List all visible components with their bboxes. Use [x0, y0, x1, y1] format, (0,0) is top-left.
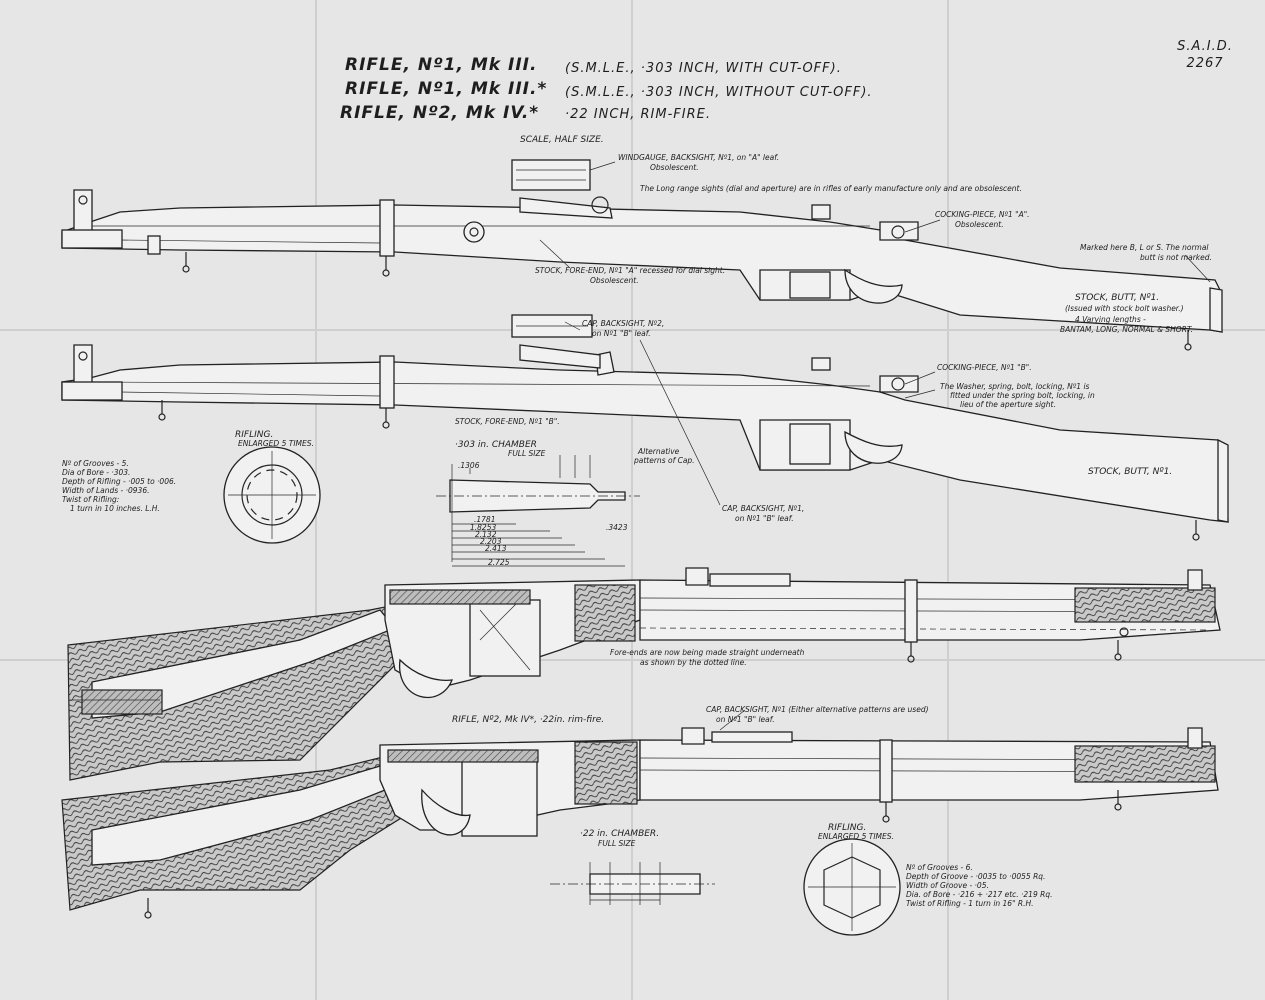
rifling-22-subtitle: ENLARGED 5 TIMES. [818, 832, 894, 841]
rifle-no1-mk3 [61, 159, 1223, 351]
cocking-piece-1-label: COCKING-PIECE, Nº1 "A". [935, 210, 1030, 219]
stock-fore-end-2-label: STOCK, FORE-END, Nº1 "B". [455, 417, 560, 426]
rifling-303-spec: Nº of Grooves - 5. [62, 459, 129, 468]
washer-note-2: fitted under the spring bolt, locking, i… [950, 391, 1095, 400]
rifle-no1-section [67, 567, 1221, 781]
cap-backsight-1-label: CAP, BACKSIGHT, Nº2, [582, 319, 664, 328]
reference-line-2: 2267 [1186, 56, 1223, 71]
washer-note-3: lieu of the aperture sight. [960, 400, 1056, 409]
marked-here-note: Marked here B, L or S. The normal [1080, 243, 1209, 252]
rifle-no2-section [61, 727, 1219, 919]
cap-backsight-3-label: CAP, BACKSIGHT, Nº1 (Either alternative … [706, 705, 929, 714]
cap-backsight-3-sublabel: on Nº1 "B" leaf. [716, 715, 775, 724]
varying-lengths-label: 4 Varying lengths - [1075, 315, 1146, 324]
title-3-detail: ·22 INCH, RIM-FIRE. [565, 107, 711, 122]
rifling-303-spec: Dia of Bore - ·303. [62, 468, 130, 477]
rifling-303-spec: Width of Lands - ·0936. [62, 486, 149, 495]
leader-lines [539, 161, 1211, 731]
chamber-303-dim: .3423 [606, 523, 628, 532]
rifling-22-spec: Width of Groove - ·05. [906, 881, 989, 890]
rifle-2-section-title: RIFLE, Nº2, Mk IV*, ·22in. rim-fire. [452, 715, 604, 725]
long-range-note: The Long range sights (dial and aperture… [640, 184, 1022, 193]
rifling-22-spec: Depth of Groove - ·0035 to ·0055 Rq. [906, 872, 1045, 881]
windgauge-sublabel: Obsolescent. [650, 163, 699, 172]
alt-patterns-label: Alternative [637, 447, 680, 456]
title-1-detail: (S.M.L.E., ·303 INCH, WITH CUT-OFF). [565, 61, 842, 76]
rifling-22-detail [803, 838, 901, 936]
chamber-22-detail [550, 862, 715, 905]
stock-fore-end-1-sublabel: Obsolescent. [590, 276, 639, 285]
rifling-303-spec: Twist of Rifling: [62, 495, 119, 504]
washer-note: The Washer, spring, bolt, locking, Nº1 i… [940, 382, 1090, 391]
chamber-303-dim: .1306 [458, 461, 480, 470]
rifling-22-spec: Twist of Rifling - 1 turn in 16" R.H. [906, 899, 1034, 908]
chamber-303-dim: 2.725 [488, 558, 510, 567]
varying-lengths-sublabel: BANTAM, LONG, NORMAL & SHORT. [1060, 325, 1193, 334]
cap-backsight-2-sublabel: on Nº1 "B" leaf. [735, 514, 794, 523]
title-1-model: RIFLE, Nº1, Mk III. [345, 55, 537, 75]
chamber-303-dim: 2.203 [480, 537, 502, 546]
rifling-303-subtitle: ENLARGED 5 TIMES. [238, 439, 314, 448]
rifling-303-spec: Depth of Rifling - ·005 to ·006. [62, 477, 176, 486]
stock-butt-top-sublabel: (Issued with stock bolt washer.) [1065, 304, 1184, 313]
marked-here-note-2: butt is not marked. [1140, 253, 1212, 262]
rifling-303-title: RIFLING. [235, 430, 273, 440]
cocking-piece-2-label: COCKING-PIECE, Nº1 "B". [937, 363, 1032, 372]
chamber-303-detail [436, 455, 640, 567]
chamber-22-subtitle: FULL SIZE [598, 839, 636, 848]
chamber-303-dim: .1781 [474, 515, 495, 524]
chamber-303-dim: 2.413 [485, 544, 507, 553]
rifling-22-spec: Dia. of Bore - ·216 + ·217 etc. ·219 Rq. [906, 890, 1052, 899]
cocking-piece-1-sublabel: Obsolescent. [955, 220, 1004, 229]
fore-ends-note: Fore-ends are now being made straight un… [610, 648, 805, 657]
fore-ends-note-2: as shown by the dotted line. [640, 658, 747, 667]
rifling-22-title: RIFLING. [828, 823, 866, 833]
rifling-303-detail [223, 446, 321, 544]
reference-line-1: S.A.I.D. [1177, 39, 1233, 54]
rifle-no1-mk3-star [61, 314, 1229, 541]
stock-butt-top-label: STOCK, BUTT, Nº1. [1075, 293, 1159, 303]
chamber-22-title: ·22 in. CHAMBER. [580, 829, 659, 839]
rifling-303-spec: 1 turn in 10 inches. L.H. [70, 504, 160, 513]
alt-patterns-label-2: patterns of Cap. [633, 456, 695, 465]
cap-backsight-1-sublabel: on Nº1 "B" leaf. [592, 329, 651, 338]
title-2-model: RIFLE, Nº1, Mk III.* [345, 79, 547, 99]
chamber-303-title: ·303 in. CHAMBER [455, 440, 537, 450]
title-3-model: RIFLE, Nº2, Mk IV.* [340, 103, 539, 123]
rifling-22-spec: Nº of Grooves - 6. [906, 863, 973, 872]
scale-label: SCALE, HALF SIZE. [520, 135, 604, 145]
chamber-303-subtitle: FULL SIZE [508, 449, 546, 458]
windgauge-label: WINDGAUGE, BACKSIGHT, Nº1, on "A" leaf. [618, 153, 779, 162]
title-2-detail: (S.M.L.E., ·303 INCH, WITHOUT CUT-OFF). [565, 85, 873, 100]
stock-fore-end-1-label: STOCK, FORE-END, Nº1 "A" recessed for di… [535, 266, 725, 275]
stock-butt-mid-label: STOCK, BUTT, Nº1. [1088, 467, 1172, 477]
chamber-303-dim: 2.132 [475, 530, 497, 539]
chamber-303-dim: 1.8253 [470, 523, 496, 532]
cap-backsight-2-label: CAP, BACKSIGHT, Nº1, [722, 504, 804, 513]
